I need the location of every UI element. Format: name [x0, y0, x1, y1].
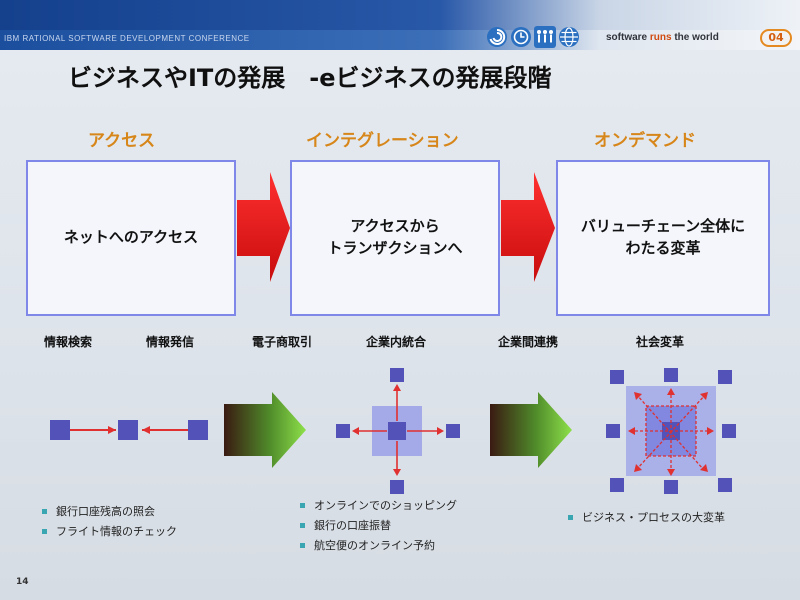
node-square	[336, 424, 350, 438]
bullets-integration: オンラインでのショッピング 銀行の口座振替 航空便のオンライン予約	[300, 496, 457, 556]
node-square	[188, 420, 208, 440]
red-arrow-1	[237, 172, 290, 282]
globe-icon	[559, 27, 579, 47]
slogan-accent: runs	[649, 32, 672, 43]
people-icon	[534, 26, 556, 48]
list-item: 銀行の口座振替	[300, 516, 457, 536]
stage-box-line: トランザクションへ	[327, 239, 463, 257]
label-info-publish: 情報発信	[146, 335, 195, 349]
bullets-access: 銀行口座残高の照会 フライト情報のチェック	[42, 502, 177, 542]
node-square	[718, 370, 732, 384]
slide-number: 14	[16, 577, 29, 587]
stage-heading-ondemand: オンデマンド	[594, 131, 696, 151]
list-item: オンラインでのショッピング	[300, 496, 457, 516]
section-badge: 04	[760, 29, 792, 47]
green-arrow-2	[490, 392, 572, 468]
stage-box-integration: アクセスから トランザクションへ	[290, 160, 500, 316]
stage-box-access: ネットへのアクセス	[26, 160, 236, 316]
stage-heading-integration: インテグレーション	[306, 131, 459, 151]
node-square	[718, 478, 732, 492]
stage-box-line: アクセスから	[350, 217, 440, 236]
list-item: フライト情報のチェック	[42, 522, 177, 542]
node-square	[390, 368, 404, 382]
label-info-search: 情報検索	[44, 335, 93, 349]
red-arrow-2	[501, 172, 555, 282]
slogan-part2: the world	[671, 32, 719, 43]
node-square	[664, 368, 678, 382]
network-integration	[336, 368, 460, 494]
network-access	[50, 420, 208, 440]
bullets-ondemand: ビジネス・プロセスの大変革	[568, 508, 725, 528]
list-item: 航空便のオンライン予約	[300, 536, 457, 556]
node-square	[664, 480, 678, 494]
node-square	[446, 424, 460, 438]
slogan: software runs the world	[606, 32, 719, 43]
label-social-change: 社会変革	[636, 335, 685, 349]
slogan-part1: software	[606, 32, 650, 43]
node-square	[610, 370, 624, 384]
green-arrow-1	[224, 392, 306, 468]
stage-box-line: バリューチェーン全体に	[580, 217, 746, 236]
label-ecommerce: 電子商取引	[252, 335, 313, 349]
node-square	[610, 478, 624, 492]
stage-box-text: バリューチェーン全体に わたる変革	[581, 216, 745, 260]
node-square	[722, 424, 736, 438]
stage-box-line: ネットへのアクセス	[63, 228, 199, 247]
header-icons	[486, 26, 580, 50]
header-band	[0, 30, 800, 50]
label-internal-integration: 企業内統合	[366, 335, 427, 349]
spiral-icon	[487, 27, 507, 47]
node-square	[606, 424, 620, 438]
list-item: 銀行口座残高の照会	[42, 502, 177, 522]
stage-heading-access: アクセス	[88, 131, 156, 151]
network-ondemand	[606, 368, 736, 494]
node-square	[50, 420, 70, 440]
stage-box-text: アクセスから トランザクションへ	[327, 216, 462, 260]
stage-box-text: ネットへのアクセス	[64, 227, 198, 249]
node-square	[390, 480, 404, 494]
node-square	[118, 420, 138, 440]
slide-title: ビジネスやITの発展 -eビジネスの発展段階	[68, 64, 552, 92]
label-inter-company: 企業間連携	[498, 335, 559, 349]
stage-box-line: わたる変革	[625, 239, 701, 257]
conference-name: IBM RATIONAL SOFTWARE DEVELOPMENT CONFER…	[4, 34, 250, 43]
clock-icon	[511, 27, 531, 47]
list-item: ビジネス・プロセスの大変革	[568, 508, 725, 528]
stage-box-ondemand: バリューチェーン全体に わたる変革	[556, 160, 770, 316]
